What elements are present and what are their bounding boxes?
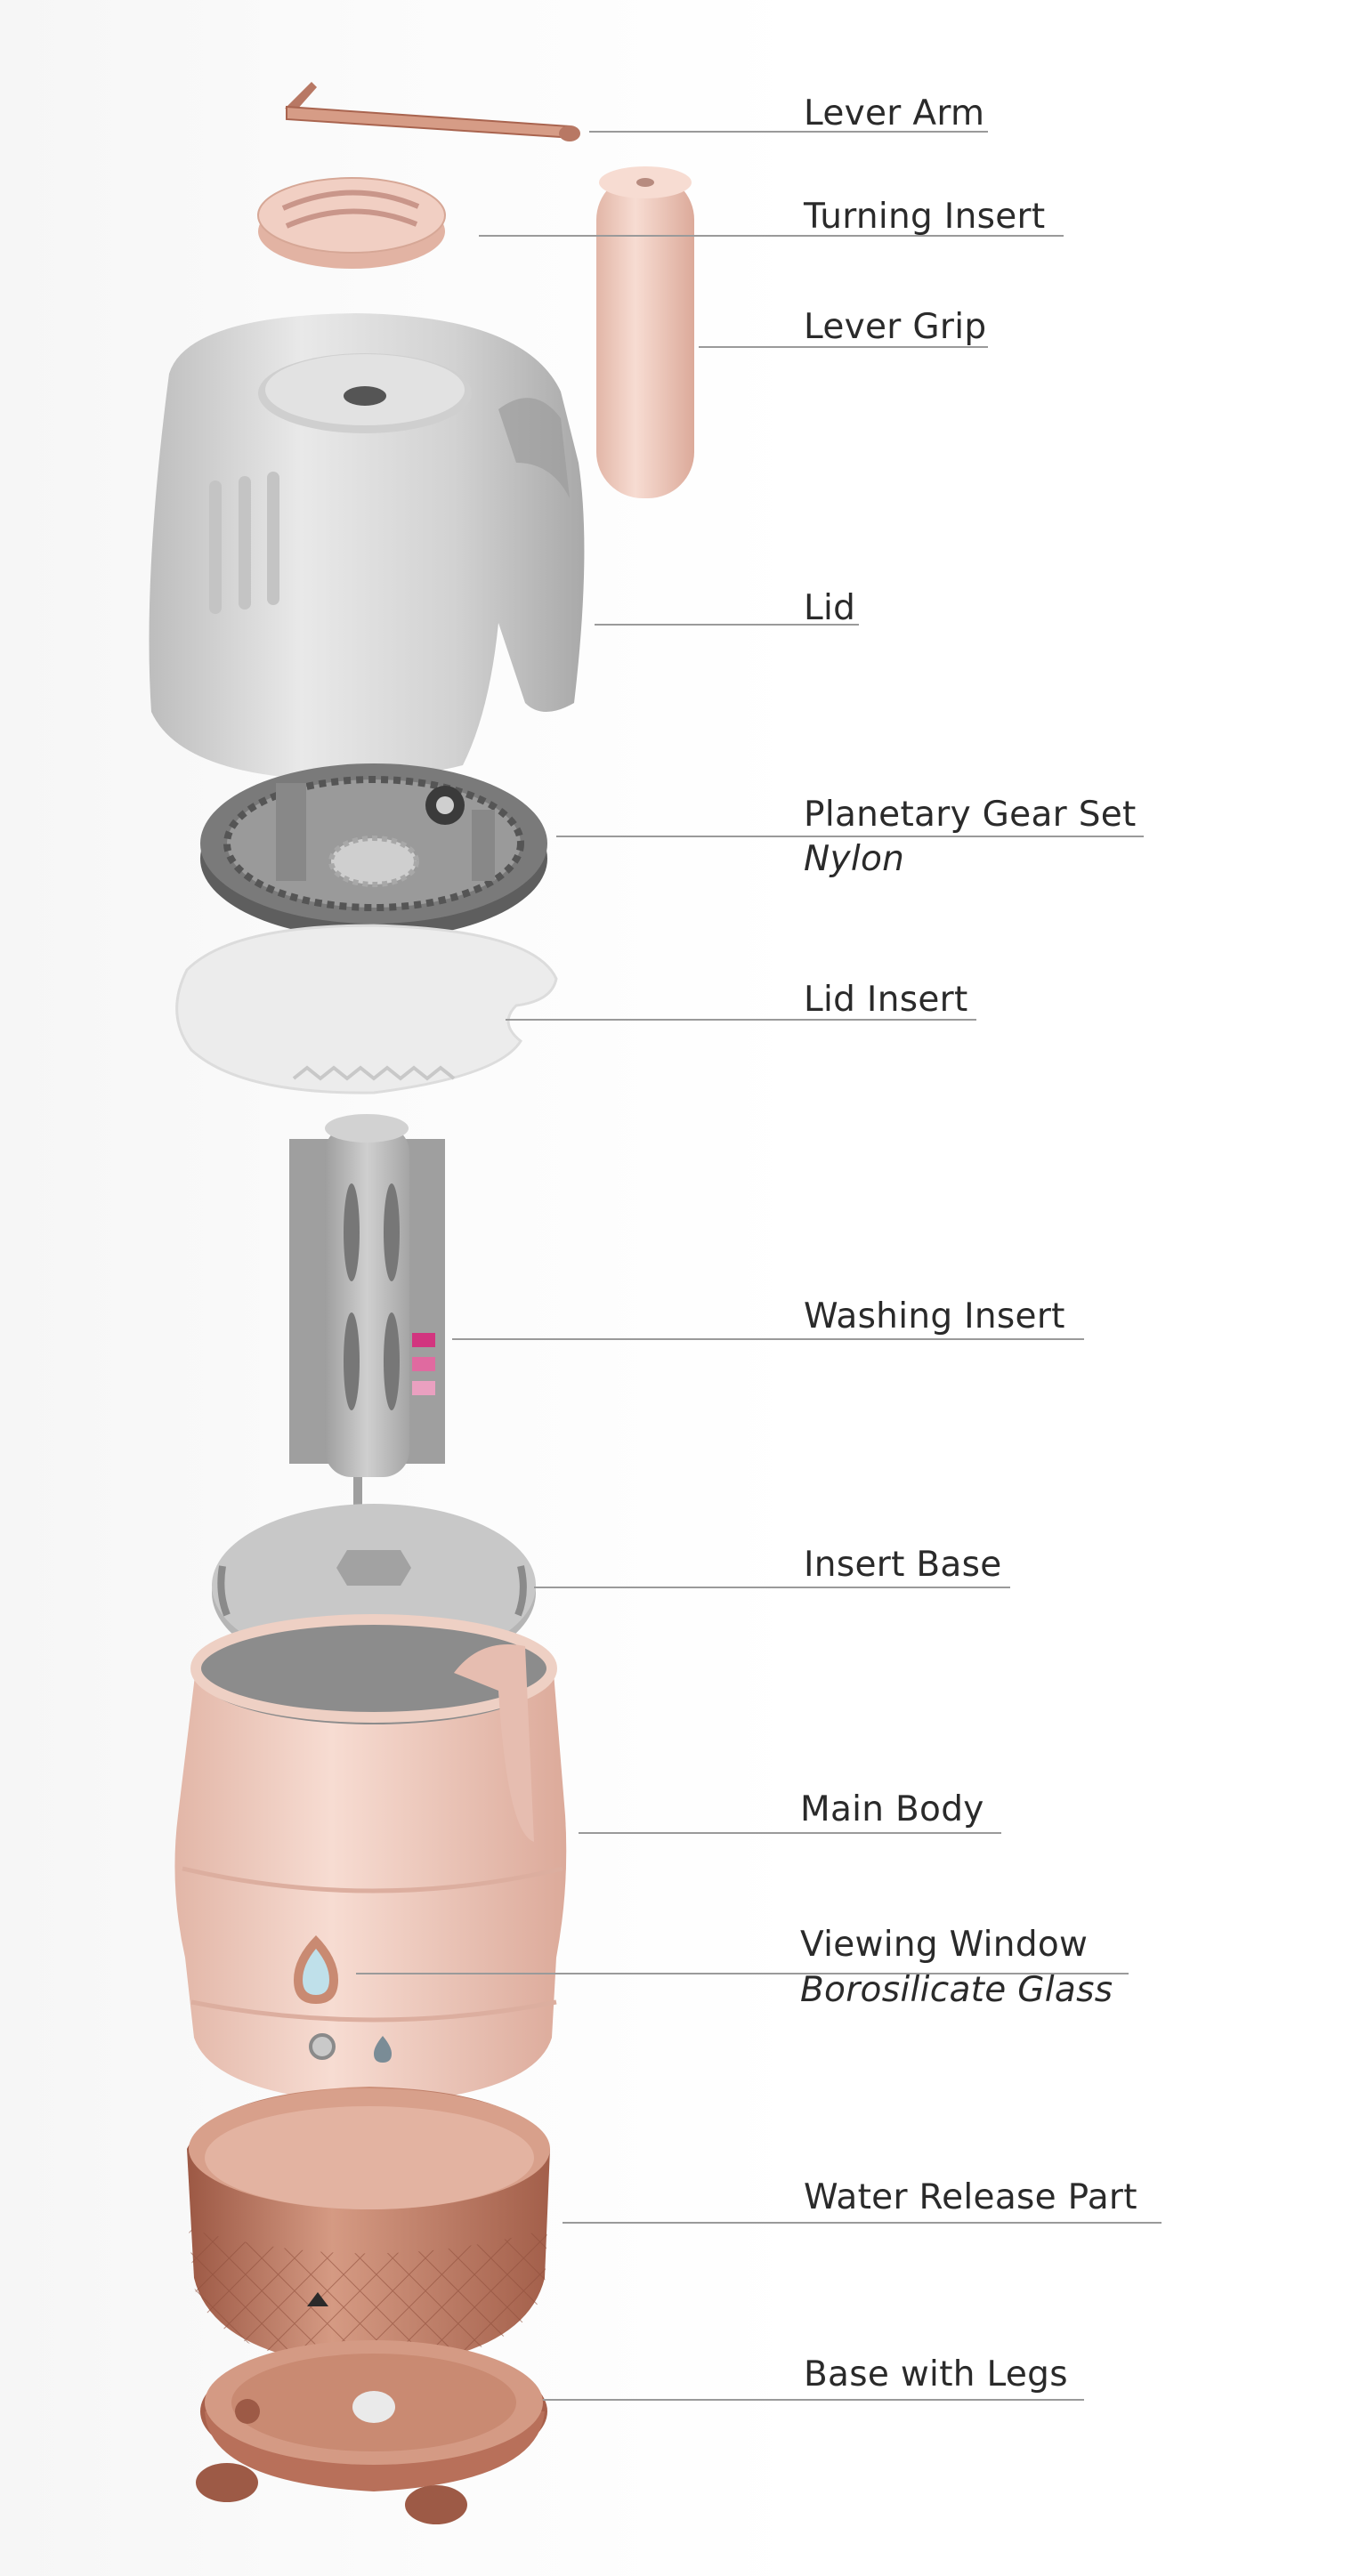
turning-insert-part [257,177,446,269]
label-water-release-part: Water Release Part [804,2177,1137,2217]
lever-grip-part [596,166,694,498]
leader-lines [356,131,1162,2401]
label-lever-grip: Lever Grip [804,307,987,347]
label-viewing-window-material: Borosilicate Glass [800,1970,1113,2010]
label-insert-base: Insert Base [804,1545,1002,1585]
label-turning-insert: Turning Insert [804,197,1046,237]
label-lever-arm: Lever Arm [804,93,985,133]
label-lid-insert: Lid Insert [804,980,968,1020]
label-planetary-gear-set: Planetary Gear Set [804,795,1137,835]
label-base-with-legs: Base with Legs [804,2354,1068,2394]
label-main-body: Main Body [800,1789,984,1829]
planetary-gear-set-part [200,763,547,939]
label-lid: Lid [804,588,856,628]
label-washing-insert: Washing Insert [804,1296,1065,1336]
label-viewing-window: Viewing Window [800,1925,1089,1965]
lid-part [149,313,585,779]
main-body-part [174,1614,567,2104]
lid-insert-part [175,924,558,1094]
base-with-legs-part [196,2340,547,2524]
water-release-part [187,2087,550,2369]
washing-insert-part [289,1114,445,1530]
label-planetary-gear-set-material: Nylon [804,839,905,879]
lever-arm-part [285,82,580,141]
